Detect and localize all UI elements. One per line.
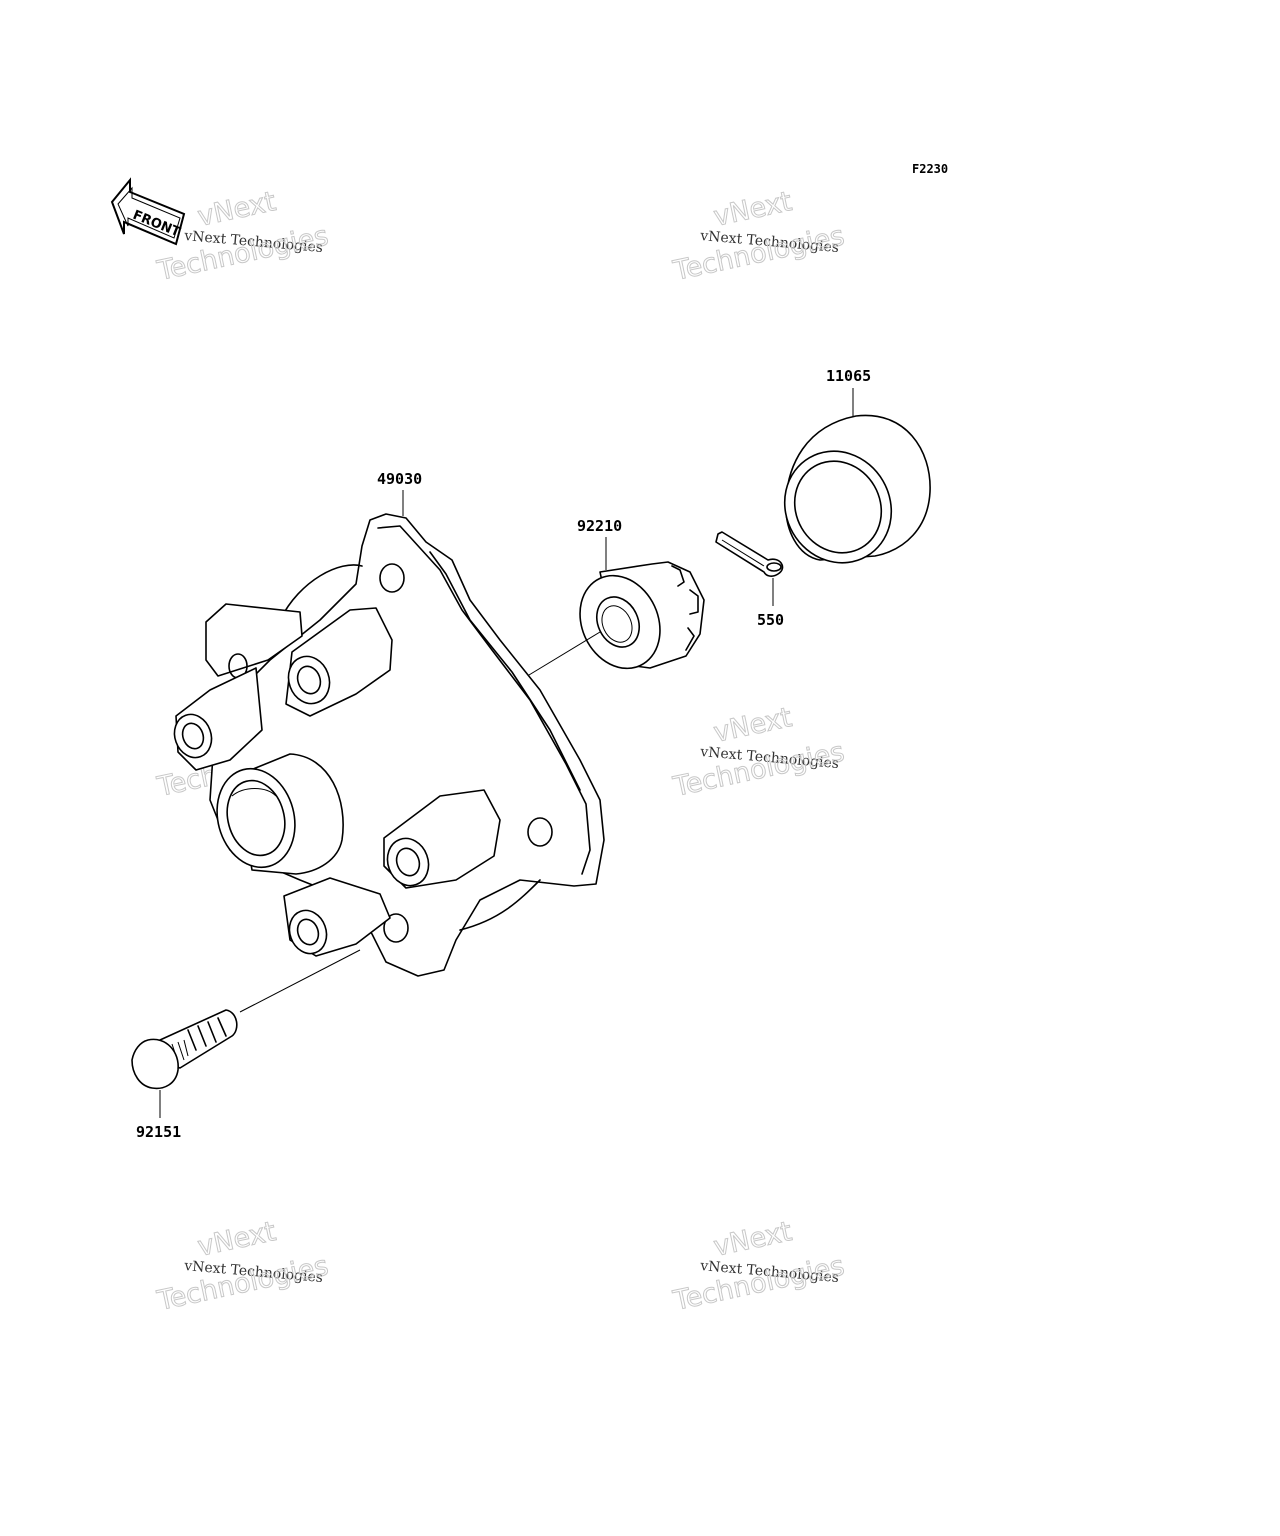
part-number-49030: 49030 xyxy=(377,470,422,488)
part-number-11065: 11065 xyxy=(826,367,871,385)
svg-text:Technologies: Technologies xyxy=(670,220,847,287)
svg-text:Technologies: Technologies xyxy=(670,1250,847,1317)
part-bolt[interactable]: 92151 xyxy=(131,1009,238,1141)
figure-code: F2230 xyxy=(912,162,948,176)
svg-text:vNext: vNext xyxy=(711,1216,795,1263)
part-number-92151: 92151 xyxy=(136,1123,181,1141)
part-cotter-pin[interactable]: 550 xyxy=(715,531,784,629)
front-arrow-icon: FRONT xyxy=(110,177,186,246)
part-number-92210: 92210 xyxy=(577,517,622,535)
svg-text:Technologies: Technologies xyxy=(670,736,847,803)
svg-text:vNext: vNext xyxy=(195,186,279,233)
part-hub[interactable]: 49030 xyxy=(169,470,605,977)
svg-text:vNext: vNext xyxy=(711,702,795,749)
part-nut[interactable]: 92210 xyxy=(565,517,705,682)
svg-text:vNext: vNext xyxy=(195,1216,279,1263)
svg-text:Technologies: Technologies xyxy=(154,1250,331,1317)
part-number-550: 550 xyxy=(757,611,784,629)
part-cap[interactable]: 11065 xyxy=(764,367,931,582)
svg-text:vNext: vNext xyxy=(711,186,795,233)
